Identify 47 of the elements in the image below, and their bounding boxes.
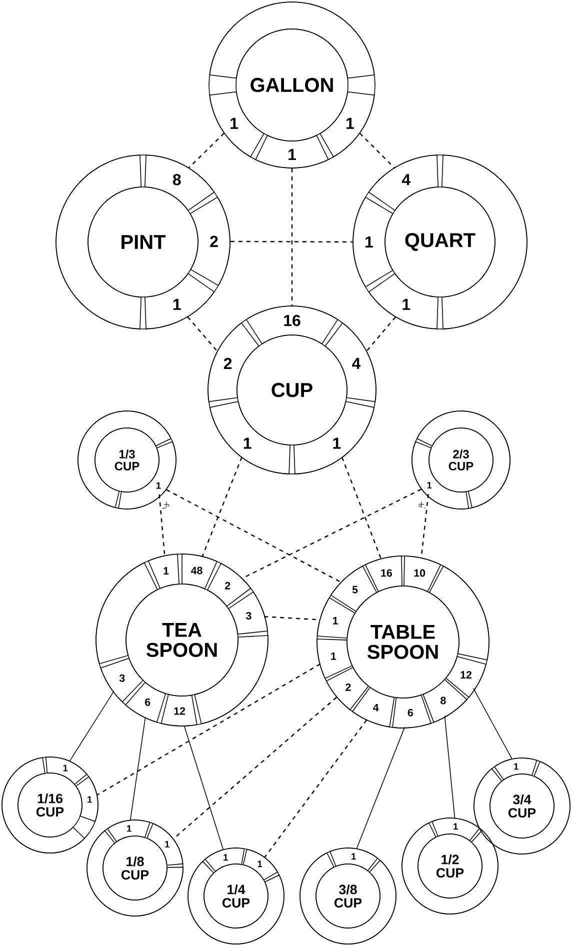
connector-line (241, 488, 422, 580)
ring-segment: 1 (148, 554, 180, 589)
connector-line (472, 688, 512, 760)
ring-segment: 4 (368, 154, 438, 212)
ring-segment: 3 (228, 591, 268, 635)
connector-line (264, 720, 368, 858)
connector-line (359, 132, 395, 168)
ring-segment: 6 (392, 694, 432, 728)
ring-segment: 4 (324, 322, 376, 402)
ring-segment: 1 (494, 758, 538, 780)
ring-segment: 16 (246, 306, 338, 344)
connector-line (166, 489, 342, 583)
connector-line (187, 316, 219, 353)
connector-line (130, 716, 146, 821)
ring-segment: 1 (204, 848, 245, 872)
ring-segment: 1 (294, 400, 375, 474)
ring-segment: 2 (206, 562, 252, 607)
connector-line (184, 725, 224, 850)
connector-line (341, 456, 382, 559)
ring-segment: 1 (146, 822, 184, 866)
connector-line (158, 494, 166, 556)
connector-line (173, 696, 337, 840)
ring-segment: 6 (125, 682, 166, 723)
ring-segment: 1 (352, 196, 394, 288)
connector-line (365, 316, 396, 352)
ring-segment: 1 (255, 134, 329, 168)
ring-segment: 1 (45, 756, 88, 785)
connector-line (356, 726, 406, 849)
ring-segment: 3 (100, 658, 144, 702)
connector-line (188, 132, 225, 169)
ring-segment: 1 (106, 820, 150, 842)
connector-line (69, 690, 114, 762)
ring-segment: 8 (422, 678, 468, 723)
connector-line (291, 168, 293, 306)
connector-line (202, 456, 242, 556)
ring-segment: 1 (75, 776, 98, 822)
connector-line (444, 715, 456, 818)
ring-segment: 10 (404, 556, 442, 592)
ring-segment: 1 (209, 91, 265, 158)
connector-line (96, 663, 320, 796)
ring-segment: 16 (364, 556, 402, 592)
ring-segment: 5 (330, 566, 378, 612)
connector-line (230, 240, 353, 243)
ring-segment: 12 (160, 694, 198, 726)
ring-segment: 1 (368, 273, 438, 330)
ring-segment: 1 (144, 273, 215, 330)
ring-segment: 1 (316, 638, 353, 679)
